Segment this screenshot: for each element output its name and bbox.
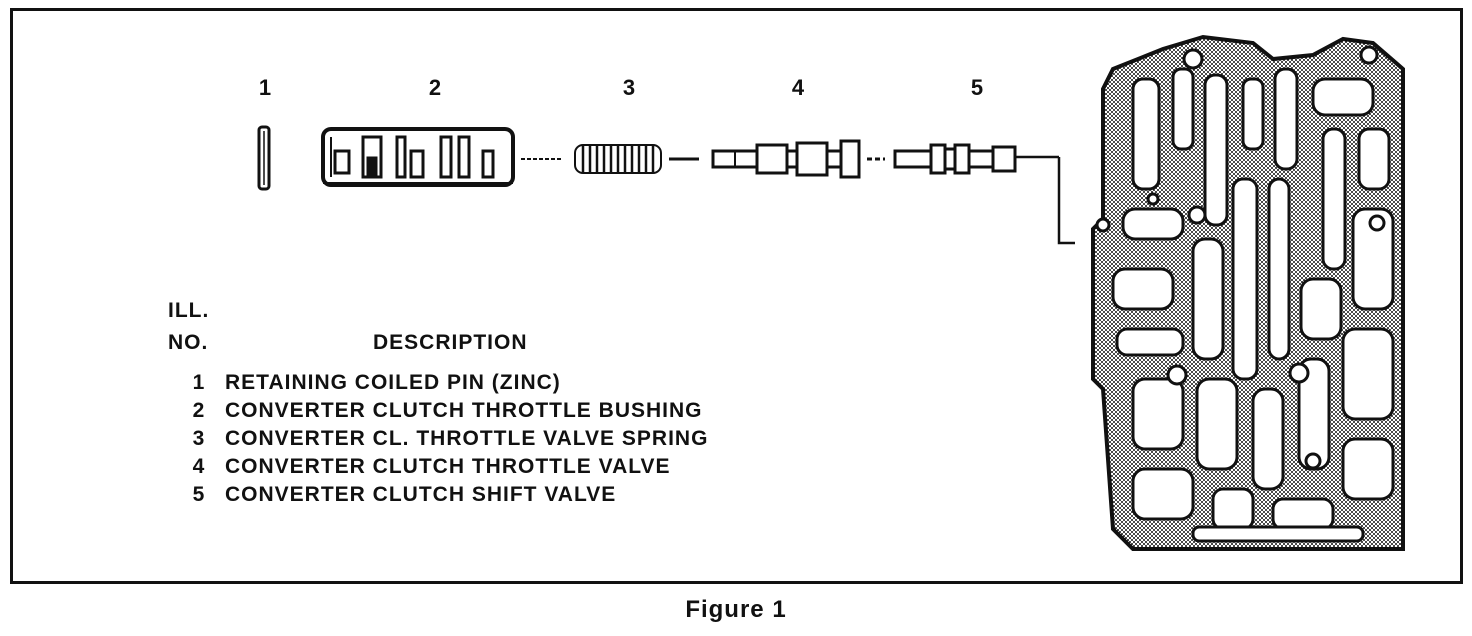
part-number-5: 5 (970, 75, 984, 100)
valve-body-illustration (1091, 34, 1405, 551)
legend-item-description: CONVERTER CLUTCH THROTTLE BUSHING (225, 399, 703, 422)
legend-item: 1 RETAINING COILED PIN (ZINC) (173, 369, 708, 397)
legend-header-ill: ILL. (168, 299, 210, 322)
throttle-valve-part (711, 139, 861, 179)
legend-item-description: CONVERTER CL. THROTTLE VALVE SPRING (225, 427, 709, 450)
legend-item: 2 CONVERTER CLUTCH THROTTLE BUSHING (173, 397, 708, 425)
figure-caption: Figure 1 (685, 596, 787, 623)
legend-item-number: 4 (192, 455, 206, 478)
shift-valve-part (893, 143, 1075, 245)
legend-item: 3 CONVERTER CL. THROTTLE VALVE SPRING (173, 425, 708, 453)
legend-header-no: NO. (168, 331, 209, 354)
coiled-pin-part (257, 125, 271, 191)
legend-item-description: RETAINING COILED PIN (ZINC) (225, 371, 561, 394)
part-number-4: 4 (791, 75, 805, 100)
exploded-parts-drawing (257, 125, 1075, 245)
legend-item: 5 CONVERTER CLUTCH SHIFT VALVE (173, 481, 708, 509)
legend-item-number: 5 (192, 483, 206, 506)
legend-header-description: DESCRIPTION (373, 331, 528, 354)
legend-item-number: 2 (192, 399, 206, 422)
legend-item-number: 3 (192, 427, 206, 450)
throttle-bushing-part (321, 127, 515, 187)
part-number-3: 3 (622, 75, 636, 100)
legend-item-description: CONVERTER CLUTCH THROTTLE VALVE (225, 455, 671, 478)
legend-item-number: 1 (192, 371, 206, 394)
part-number-1: 1 (258, 75, 272, 100)
part-number-2: 2 (428, 75, 442, 100)
legend-item: 4 CONVERTER CLUTCH THROTTLE VALVE (173, 453, 708, 481)
figure-frame: 1 2 3 4 5 (10, 8, 1463, 584)
throttle-valve-spring-part (574, 144, 662, 174)
legend-item-description: CONVERTER CLUTCH SHIFT VALVE (225, 483, 617, 506)
